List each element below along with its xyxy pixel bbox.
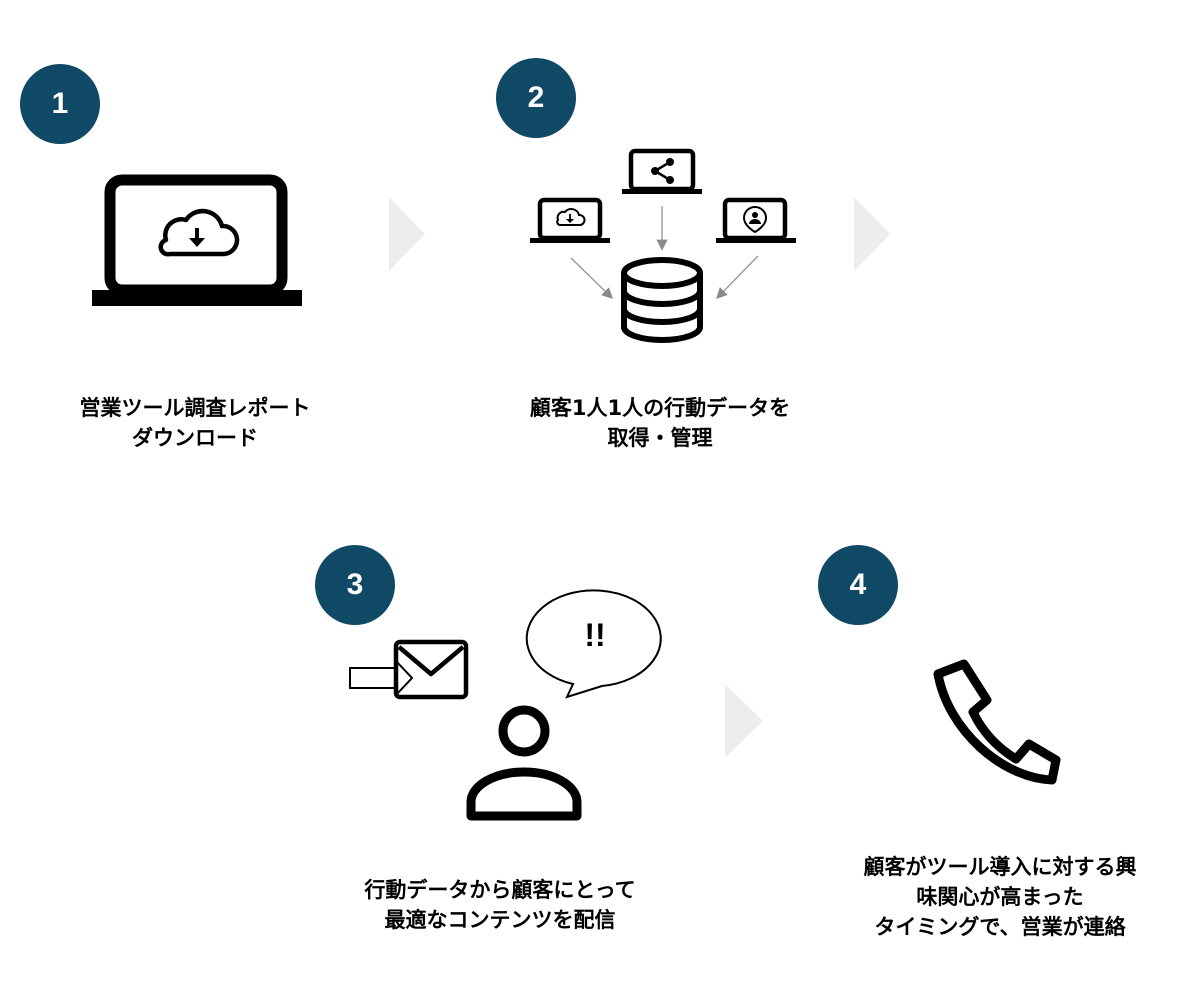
chevron-right-icon [854, 197, 890, 271]
database-icon [621, 257, 703, 343]
step-3-badge: 3 [315, 545, 395, 625]
connector-arrow [570, 257, 614, 299]
step-3-caption: 行動データから顧客にとって 最適なコンテンツを配信 [330, 875, 670, 935]
speech-bubble-text: !! [584, 617, 606, 653]
step-2-badge: 2 [496, 58, 576, 138]
chevron-right-icon [725, 684, 763, 758]
caption-line: 最適なコンテンツを配信 [384, 908, 616, 932]
laptop-download-icon [530, 197, 610, 243]
phone-icon [933, 659, 1061, 785]
caption-line: タイミングで、営業が連絡 [874, 915, 1126, 939]
laptop-user-icon [716, 197, 796, 243]
step-4-caption: 顧客がツール導入に対する興 味関心が高まった タイミングで、営業が連絡 [820, 852, 1180, 942]
caption-line: 顧客がツール導入に対する興 [863, 855, 1137, 879]
caption-line: 取得・管理 [607, 426, 713, 450]
laptop-share-icon [622, 148, 702, 194]
connector-arrow [716, 255, 759, 300]
email-icon [393, 639, 469, 700]
caption-line: 行動データから顧客にとって [364, 878, 636, 902]
speech-bubble-icon [525, 589, 662, 699]
caption-line: 営業ツール調査レポート [79, 396, 311, 420]
step-1-caption: 営業ツール調査レポート ダウンロード [40, 393, 350, 453]
arrow-right-outline-icon [349, 658, 414, 698]
chevron-right-icon [389, 197, 425, 271]
step-2-caption: 顧客1人1人の行動データを 取得・管理 [480, 393, 840, 453]
caption-line: ダウンロード [132, 426, 258, 450]
caption-line: 味関心が高まった [916, 885, 1084, 909]
step-4-badge: 4 [818, 545, 898, 625]
person-icon [466, 705, 582, 821]
laptop-cloud-download-icon [92, 174, 302, 306]
caption-line: 顧客1人1人の行動データを [529, 396, 791, 420]
step-1-badge: 1 [20, 64, 100, 144]
